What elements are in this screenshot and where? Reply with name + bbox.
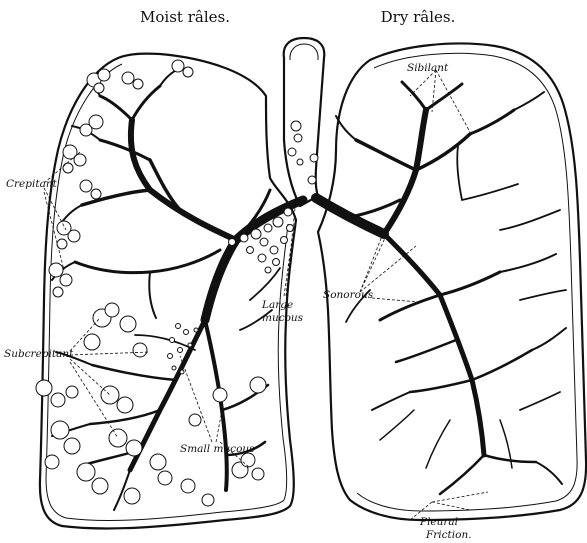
label-large-mucous-1: Large: [261, 299, 293, 311]
title-moist-rales: Moist râles.: [140, 8, 230, 26]
label-crepitant: Crepitant: [6, 178, 58, 190]
label-subcrepitant: Subcrepitant: [4, 348, 74, 360]
trachea: [284, 38, 325, 206]
label-pleural: Pleural: [419, 516, 458, 528]
label-large-mucous-2: mucous: [262, 312, 304, 324]
label-friction: Friction.: [425, 529, 472, 541]
left-lung-outline: [40, 54, 296, 529]
right-lung-outline: [318, 44, 586, 520]
title-dry-rales: Dry râles.: [381, 8, 456, 26]
label-small-mucous: Small mucous: [180, 443, 255, 455]
label-sonorous: Sonorous: [323, 289, 374, 301]
label-sibilant: Sibilant: [407, 62, 449, 74]
